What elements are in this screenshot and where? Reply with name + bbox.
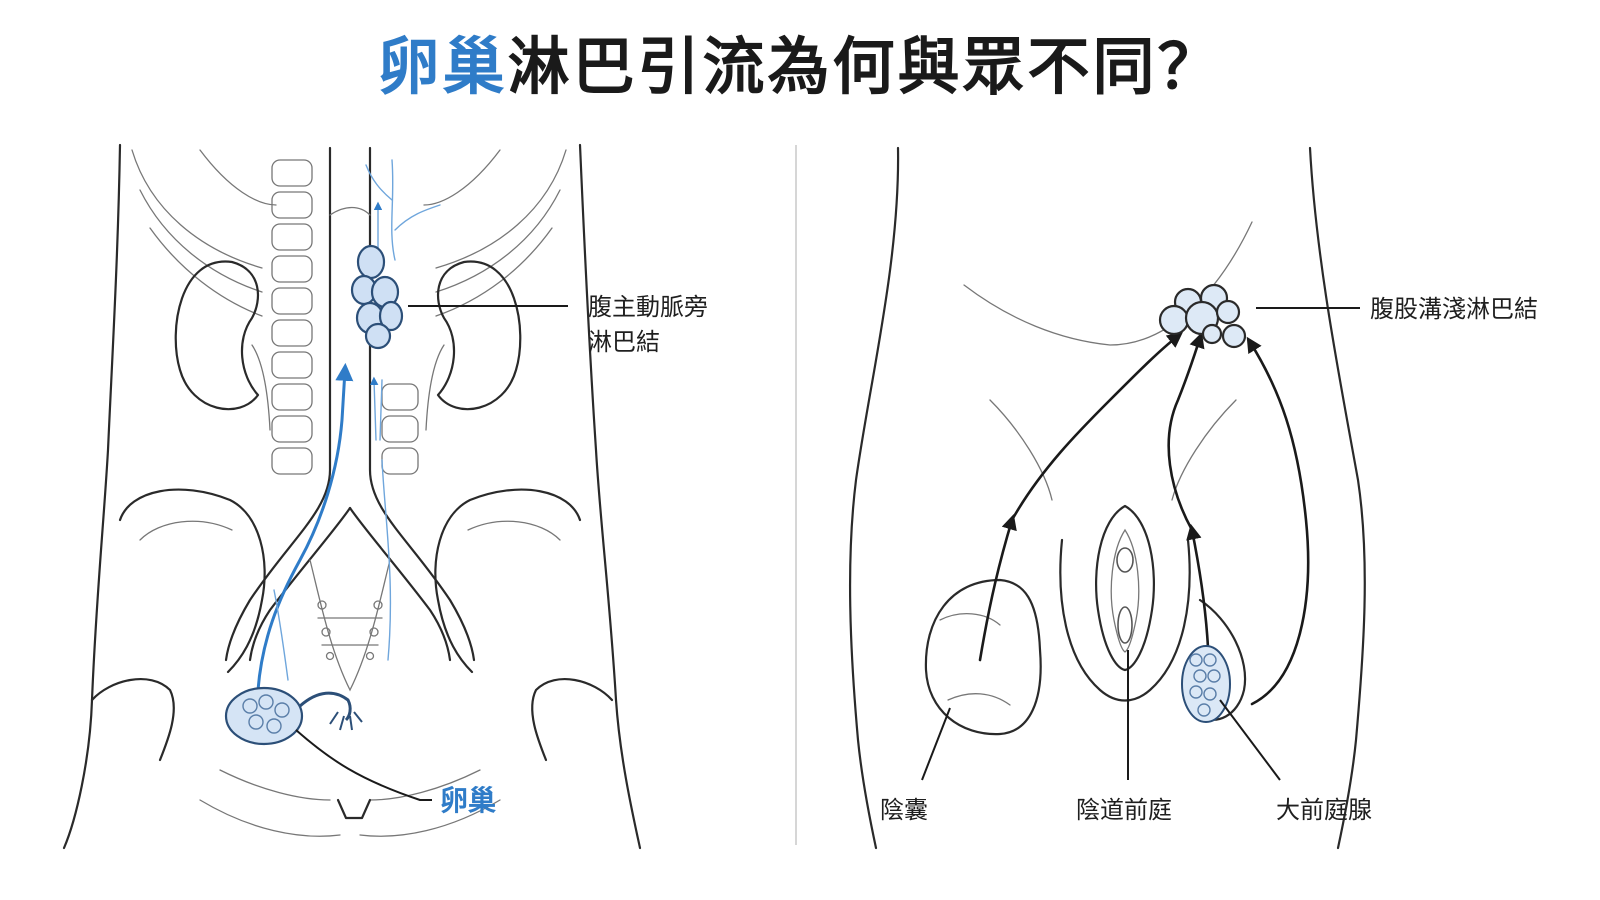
para-aortic-label-line2: 淋巴結 xyxy=(588,328,660,356)
title-highlight: 卵巢 xyxy=(377,30,508,103)
ovary xyxy=(224,686,363,746)
vestibule-label: 陰道前庭 xyxy=(1076,796,1172,824)
torso-outline xyxy=(62,143,642,850)
kidneys xyxy=(174,260,522,431)
para-aortic-label-line1: 腹主動脈旁 xyxy=(588,293,708,321)
ovary-leader-line xyxy=(295,729,432,801)
bartholin-leader-line xyxy=(1219,699,1281,781)
para-aortic-lymph-nodes xyxy=(350,244,404,350)
title-rest: 淋巴引流為何與眾不同？ xyxy=(507,30,1223,103)
page-title: 卵巢淋巴引流為何與眾不同？ xyxy=(0,22,1600,112)
ovary-label: 卵巢 xyxy=(440,784,496,817)
vulvar-lymph-pathways xyxy=(978,332,1310,706)
aorta xyxy=(224,146,476,662)
bartholin-gland xyxy=(1181,645,1231,723)
bartholin-label: 大前庭腺 xyxy=(1276,796,1372,824)
scrotum-label: 陰囊 xyxy=(880,796,928,824)
left-panel: 腹主動脈旁 淋巴結 卵巢 xyxy=(62,143,708,850)
pelvis xyxy=(90,488,614,837)
superficial-inguinal-nodes xyxy=(1158,283,1247,349)
ovarian-lymph-pathway xyxy=(256,159,441,692)
groin-outline xyxy=(848,146,1366,850)
rib-cage xyxy=(131,149,567,317)
spine xyxy=(271,159,419,475)
right-panel: 腹股溝淺淋巴結 陰囊 陰道前庭 大前庭腺 xyxy=(848,146,1538,850)
external-genitalia xyxy=(924,504,1247,736)
scrotum-leader-line xyxy=(921,707,951,781)
inguinal-nodes-label: 腹股溝淺淋巴結 xyxy=(1370,295,1538,323)
